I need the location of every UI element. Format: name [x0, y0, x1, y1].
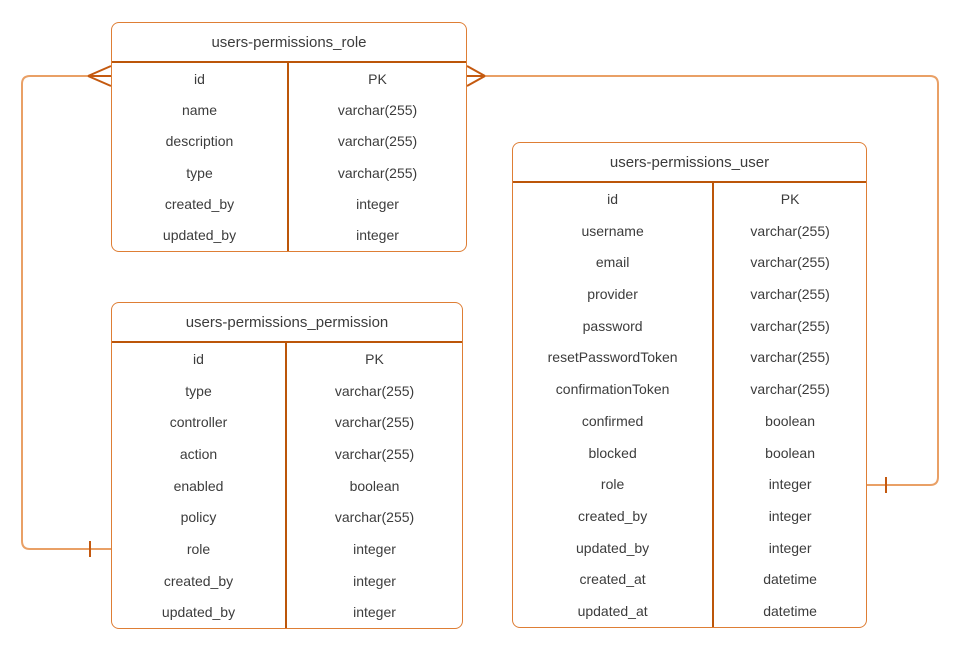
- field-name: id: [513, 183, 715, 215]
- table-row: name varchar(255): [112, 94, 466, 126]
- field-type: PK: [365, 350, 384, 367]
- table-row: created_by integer: [112, 564, 462, 597]
- field-name: updated_by: [513, 531, 715, 564]
- entity-table-user: users-permissions_user id PK username va…: [512, 142, 867, 628]
- table-row: id PK: [112, 343, 462, 375]
- field-type: varchar(255): [334, 414, 415, 431]
- table-row: email varchar(255): [513, 246, 866, 279]
- field-name: created_by: [112, 188, 289, 220]
- table-row: updated_by integer: [112, 219, 466, 251]
- field-type: integer: [356, 227, 399, 244]
- field-name: updated_at: [513, 595, 715, 627]
- table-row: provider varchar(255): [513, 278, 866, 310]
- table-row: username varchar(255): [513, 214, 866, 247]
- table-row: id PK: [112, 63, 466, 95]
- field-type: integer: [768, 476, 812, 493]
- field-name: id: [112, 63, 289, 95]
- field-type: varchar(255): [750, 286, 830, 303]
- table-row: confirmationToken varchar(255): [513, 373, 866, 406]
- table-title: users-permissions_user: [513, 143, 866, 183]
- field-type: integer: [768, 539, 812, 556]
- table-row: role integer: [513, 468, 866, 501]
- table-row: created_at datetime: [513, 563, 866, 596]
- table-row: updated_by integer: [513, 531, 866, 564]
- table-row: type varchar(255): [112, 374, 462, 407]
- field-type: boolean: [765, 444, 815, 461]
- table-row: policy varchar(255): [112, 501, 462, 534]
- table-row: type varchar(255): [112, 156, 466, 189]
- field-name: created_by: [112, 564, 287, 597]
- field-type: varchar(255): [750, 254, 830, 271]
- field-type: datetime: [763, 571, 817, 588]
- field-type: varchar(255): [334, 445, 415, 462]
- field-name: enabled: [112, 469, 287, 502]
- field-type: varchar(255): [334, 382, 415, 399]
- table-title: users-permissions_role: [112, 23, 466, 63]
- field-type: boolean: [349, 477, 400, 494]
- table-row: resetPasswordToken varchar(255): [513, 341, 866, 374]
- field-name: role: [112, 533, 287, 565]
- field-type: PK: [368, 70, 387, 87]
- field-type: varchar(255): [337, 101, 418, 118]
- table-row: password varchar(255): [513, 309, 866, 342]
- table-title: users-permissions_permission: [112, 303, 462, 343]
- field-name: type: [112, 156, 289, 189]
- table-row: created_by integer: [112, 188, 466, 220]
- table-rows: id PK type varchar(255) controller varch…: [112, 343, 462, 628]
- field-name: provider: [513, 278, 715, 310]
- field-name: blocked: [513, 436, 715, 469]
- table-row: updated_at datetime: [513, 595, 866, 627]
- crow-foot-many-icon: [87, 65, 112, 87]
- field-name: updated_by: [112, 596, 287, 628]
- field-name: username: [513, 214, 715, 247]
- field-name: confirmationToken: [513, 373, 715, 406]
- field-type: integer: [353, 540, 396, 557]
- entity-table-role: users-permissions_role id PK name varcha…: [111, 22, 467, 252]
- field-type: integer: [768, 508, 812, 525]
- field-type: boolean: [765, 412, 815, 429]
- field-type: varchar(255): [750, 349, 830, 366]
- field-type: varchar(255): [750, 317, 830, 334]
- field-type: varchar(255): [750, 222, 830, 239]
- field-type: integer: [353, 604, 396, 621]
- field-name: type: [112, 374, 287, 407]
- table-row: enabled boolean: [112, 469, 462, 502]
- field-name: confirmed: [513, 405, 715, 437]
- field-type: datetime: [763, 603, 817, 620]
- field-name: action: [112, 438, 287, 470]
- table-row: controller varchar(255): [112, 406, 462, 439]
- field-name: created_by: [513, 500, 715, 532]
- table-row: description varchar(255): [112, 125, 466, 157]
- table-row: blocked boolean: [513, 436, 866, 469]
- field-name: role: [513, 468, 715, 501]
- table-row: action varchar(255): [112, 438, 462, 470]
- field-name: controller: [112, 406, 287, 439]
- field-name: updated_by: [112, 219, 289, 251]
- field-name: password: [513, 309, 715, 342]
- field-type: varchar(255): [334, 509, 415, 526]
- crow-foot-many-icon: [466, 65, 486, 87]
- table-rows: id PK name varchar(255) description varc…: [112, 63, 466, 251]
- field-type: integer: [353, 572, 396, 589]
- field-name: description: [112, 125, 289, 157]
- table-row: id PK: [513, 183, 866, 215]
- field-name: resetPasswordToken: [513, 341, 715, 374]
- field-name: policy: [112, 501, 287, 534]
- field-name: id: [112, 343, 287, 375]
- table-row: updated_by integer: [112, 596, 462, 628]
- field-name: name: [112, 94, 289, 126]
- field-type: varchar(255): [337, 133, 418, 150]
- table-row: role integer: [112, 533, 462, 565]
- table-row: created_by integer: [513, 500, 866, 532]
- field-type: integer: [356, 195, 399, 212]
- field-type: varchar(255): [750, 381, 830, 398]
- relationship-line-role-permission: [21, 75, 111, 550]
- field-type: varchar(255): [337, 164, 418, 181]
- field-name: created_at: [513, 563, 715, 596]
- entity-table-permission: users-permissions_permission id PK type …: [111, 302, 463, 629]
- field-name: email: [513, 246, 715, 279]
- table-rows: id PK username varchar(255) email varcha…: [513, 183, 866, 627]
- table-row: confirmed boolean: [513, 405, 866, 437]
- field-type: PK: [780, 190, 800, 207]
